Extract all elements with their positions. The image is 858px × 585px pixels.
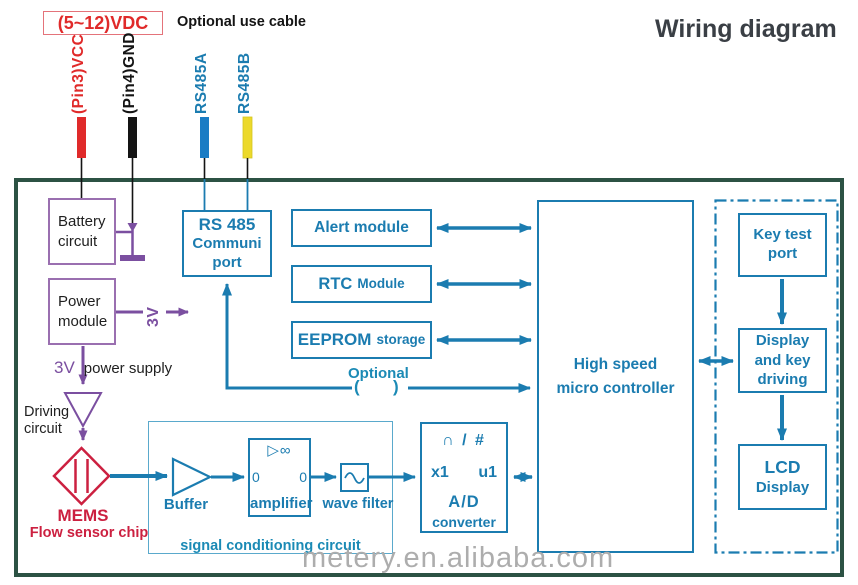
driving-circuit-label: Driving circuit — [24, 404, 70, 438]
rtc-module-box: RTC Module — [291, 265, 432, 303]
adc-converter-box: ∩ / # x1 u1 A/D converter — [420, 422, 508, 533]
amplifier-input-pin: 0 — [252, 469, 260, 485]
power-supply-label: 3V power supply — [54, 358, 172, 378]
wire-label-rs485b: RS485B — [236, 52, 253, 114]
eeprom-title: EEPROM — [297, 330, 372, 350]
amplifier-label: amplifier — [250, 495, 313, 512]
rtc-title: RTC — [318, 274, 353, 293]
adc-label: converter — [432, 513, 496, 530]
amplifier-box: ▷∞ 0 0 amplifier — [248, 438, 313, 517]
adc-output-pin: u1 — [478, 464, 497, 481]
display-group-dashed-box — [714, 199, 839, 554]
signal-conditioning-label: signal conditioning circuit — [180, 538, 361, 554]
ground-icon — [116, 223, 145, 261]
adc-name: A/D — [448, 493, 480, 511]
mems-label: MEMS — [57, 506, 109, 525]
rtc-subtitle: Module — [357, 275, 405, 291]
eeprom-subtitle: storage — [376, 331, 426, 347]
wave-filter-label: wave filter — [322, 496, 394, 512]
v3-output-label: 3V — [145, 306, 162, 327]
alert-module-box: Alert module — [291, 209, 432, 247]
wire-label-rs485a: RS485A — [193, 52, 210, 114]
microcontroller-box: High speed micro controller — [537, 200, 694, 553]
wire-label-vcc: (Pin3)VCC — [70, 33, 87, 114]
rs485a-wire — [200, 117, 209, 158]
lcd-title: LCD — [764, 456, 801, 477]
main-frame — [14, 178, 844, 577]
v3-label: 3V — [54, 358, 75, 377]
adc-input-pin: x1 — [431, 464, 449, 481]
power-module-box: Power module — [48, 278, 116, 345]
amplifier-gain-icon: ▷∞ — [267, 442, 292, 459]
mems-sensor-icon — [52, 446, 111, 506]
watermark: metery.en.alibaba.com — [302, 542, 615, 574]
optional-paren-open: ( — [354, 377, 360, 396]
key-test-port-box: Key test port — [738, 213, 827, 277]
buffer-triangle — [171, 457, 213, 497]
optional-cable-label: Optional use cable — [177, 14, 306, 30]
lcd-display-box: LCD Display — [738, 444, 827, 510]
rs485-port-box: RS 485 Communi port — [182, 210, 272, 277]
vcc-wire — [77, 117, 86, 158]
power-supply-text: power supply — [83, 360, 173, 377]
gnd-wire — [128, 117, 137, 158]
lcd-subtitle: Display — [755, 478, 810, 496]
sine-wave-icon — [344, 472, 365, 484]
vdc-label-box: (5~12)VDC — [43, 11, 163, 35]
page-title: Wiring diagram — [655, 15, 837, 43]
optional-label: Optional — [348, 365, 409, 382]
buffer-label: Buffer — [163, 496, 209, 513]
vdc-label: (5~12)VDC — [57, 12, 149, 33]
wave-filter-box — [340, 463, 369, 492]
analog-digital-icon: ∩ / # — [442, 432, 486, 449]
rs485b-wire — [242, 116, 253, 159]
wire-label-gnd: (Pin4)GND — [121, 32, 138, 114]
display-key-driving-box: Display and key driving — [738, 328, 827, 393]
rs485-title: RS 485 — [198, 215, 256, 235]
flow-sensor-chip-label: Flow sensor chip — [29, 525, 149, 541]
signal-conditioning-box — [148, 421, 393, 554]
driving-circuit-triangle — [63, 392, 103, 429]
optional-link — [222, 283, 531, 393]
battery-circuit-box: Battery circuit — [48, 198, 116, 265]
optional-paren-close: ) — [393, 377, 399, 396]
eeprom-storage-box: EEPROM storage — [291, 321, 432, 359]
amplifier-output-pin: 0 — [299, 469, 307, 485]
rs485-subtitle: Communi port — [192, 235, 262, 272]
